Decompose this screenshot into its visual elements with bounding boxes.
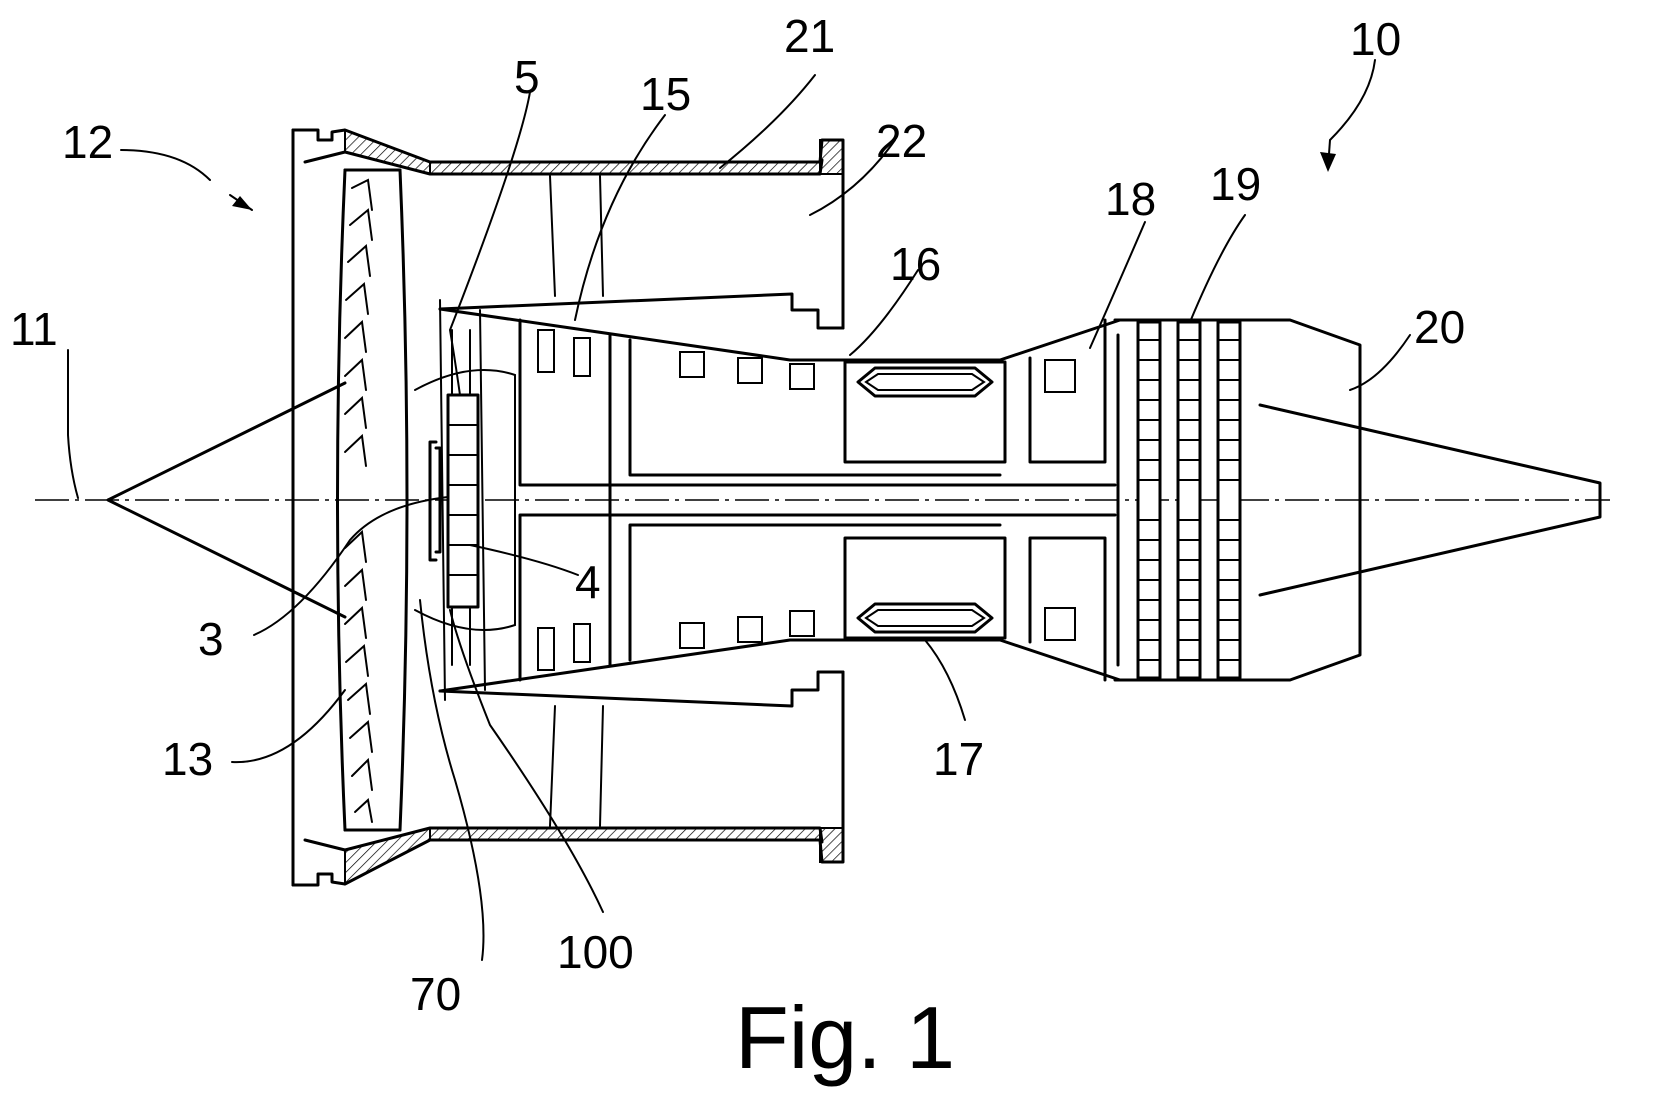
label-5: 5 [514,51,540,103]
figure-caption: Fig. 1 [735,988,955,1087]
label-100: 100 [557,926,634,978]
bypass-duct-exit [440,176,843,826]
label-10: 10 [1350,13,1401,65]
label-20: 20 [1414,301,1465,353]
label-13: 13 [162,733,213,785]
label-15: 15 [640,68,691,120]
label-4: 4 [575,556,601,608]
lp-turbine [1115,320,1360,680]
label-3: 3 [198,613,224,665]
label-18: 18 [1105,173,1156,225]
label-16: 16 [890,238,941,290]
label-17: 17 [933,733,984,785]
nacelle [293,130,843,885]
label-19: 19 [1210,158,1261,210]
label-21: 21 [784,10,835,62]
leader-lines [68,60,1410,960]
label-11: 11 [10,303,58,355]
label-22: 22 [876,115,927,167]
label-70: 70 [410,968,461,1020]
label-12: 12 [62,116,113,168]
